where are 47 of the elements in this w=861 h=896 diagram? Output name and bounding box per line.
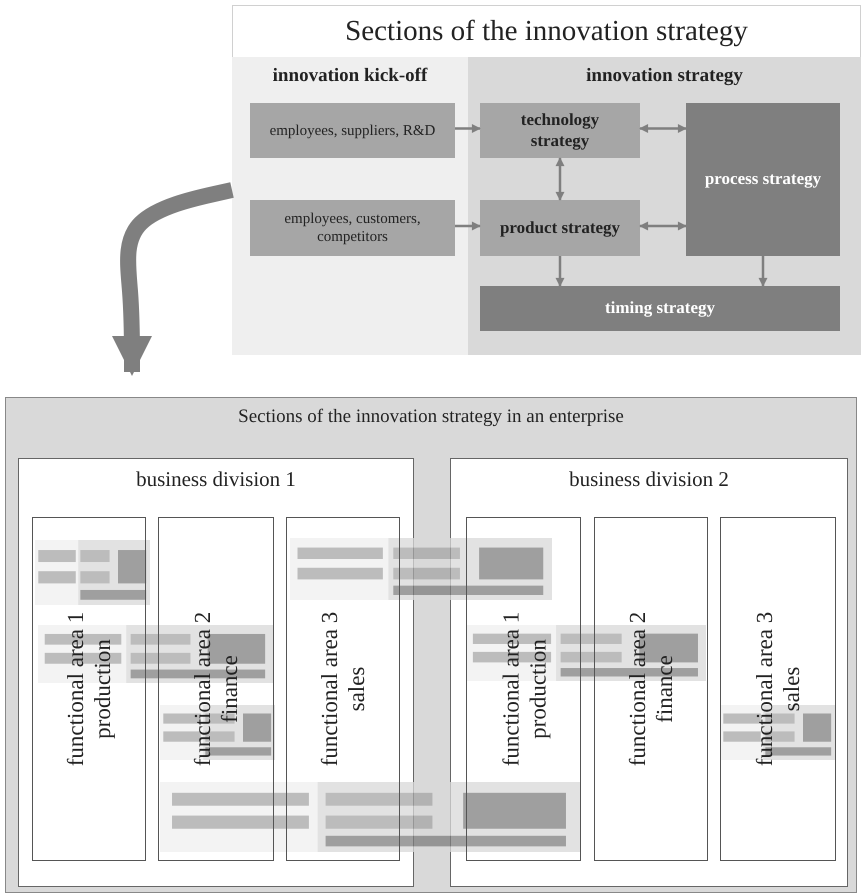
arrow (556, 157, 564, 201)
box-label: technology strategy (520, 110, 600, 151)
arrow (639, 124, 687, 133)
box-label: timing strategy (604, 298, 716, 319)
area-label: functional area 2 (624, 612, 651, 766)
arrow (455, 124, 481, 133)
functional-area-box (32, 517, 146, 861)
process-box (480, 286, 840, 331)
box-label: employees, customers, competitors (283, 210, 422, 246)
heading: business division 2 (568, 466, 730, 492)
process-box (480, 200, 640, 256)
area-label: sales (343, 666, 370, 712)
area-label: functional area 2 (189, 612, 216, 766)
column-band (232, 57, 468, 355)
arrow (112, 182, 234, 376)
area-label: functional area 3 (751, 612, 778, 766)
arrow (639, 222, 687, 230)
arrow (758, 256, 768, 287)
area-label: functional area 3 (316, 612, 343, 766)
heading: Sections of the innovation strategy (344, 14, 749, 49)
box-label: employees, suppliers, R&D (268, 122, 436, 140)
area-label: sales (778, 666, 805, 712)
column-band (468, 57, 861, 355)
heading: business division 1 (135, 466, 297, 492)
arrow (556, 256, 564, 287)
process-box (250, 200, 455, 256)
box-label: product strategy (498, 218, 622, 238)
functional-area-box (720, 517, 836, 861)
process-box (686, 103, 840, 256)
heading: innovation strategy (585, 64, 744, 88)
area-label: functional area 1 (62, 612, 89, 766)
functional-area-box (594, 517, 708, 861)
diagram-panel (232, 5, 861, 355)
area-label: production (89, 639, 116, 739)
heading: innovation kick-off (272, 64, 428, 88)
functional-area-box (286, 517, 400, 861)
arrow (455, 222, 481, 230)
area-label: finance (216, 655, 243, 723)
area-label: functional area 1 (496, 612, 524, 766)
functional-area-box (466, 517, 581, 861)
process-box (480, 103, 640, 158)
process-box (250, 103, 455, 158)
heading: Sections of the innovation strategy in an enterprise (237, 405, 625, 429)
box-label: process strategy (704, 169, 822, 190)
area-label: finance (651, 655, 678, 723)
area-label: production (524, 639, 550, 739)
functional-area-box (158, 517, 274, 861)
